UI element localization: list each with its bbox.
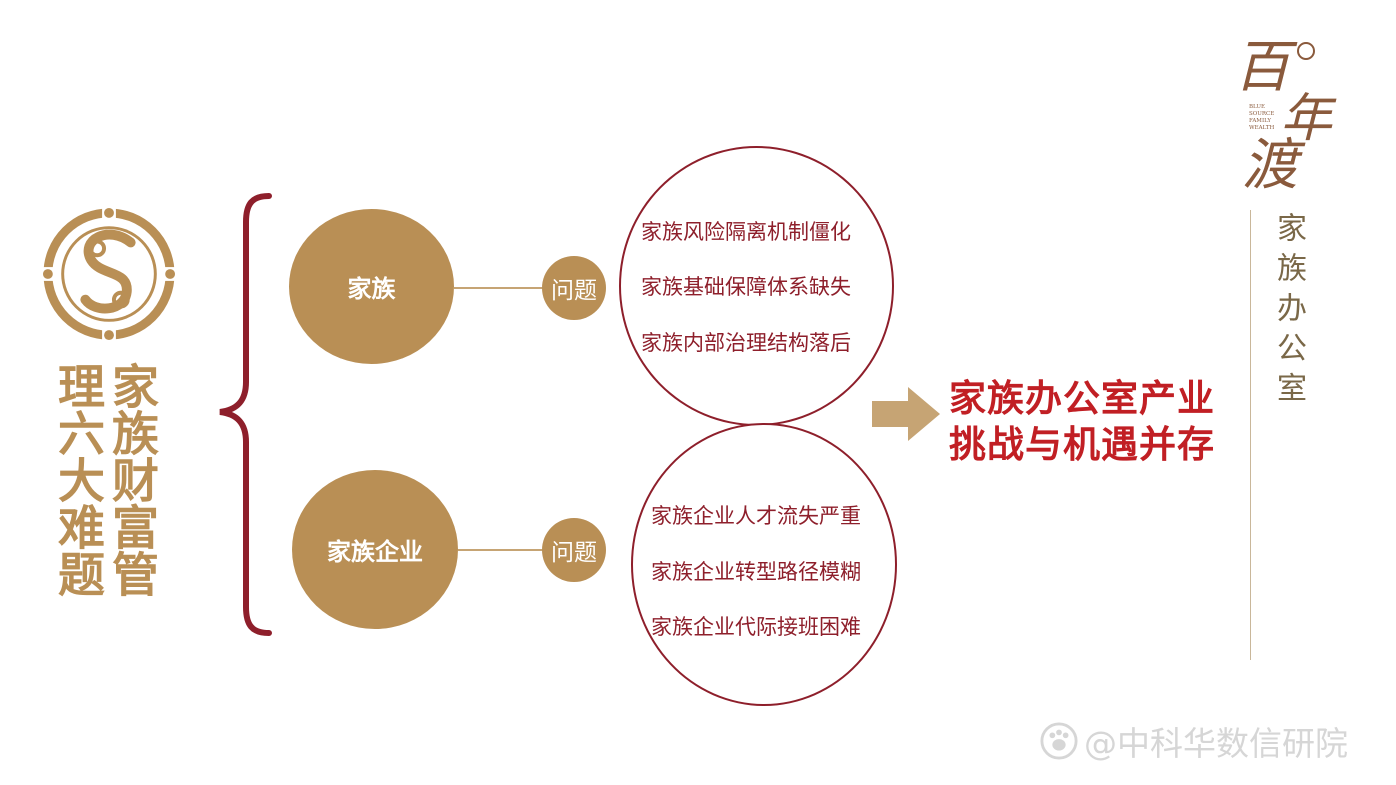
- family-node-label: 家族: [347, 275, 396, 303]
- watermark-text: @中科华数信研院: [1084, 724, 1348, 763]
- enterprise-question-label: 问题: [551, 540, 597, 566]
- family-question-node: 问题: [542, 256, 606, 320]
- enterprise-issue-2: 家族企业转型路径模糊: [651, 561, 861, 584]
- brand-char-2: 年: [1280, 89, 1337, 149]
- family-question-label: 问题: [551, 278, 597, 304]
- right-arrow-icon: [872, 387, 940, 441]
- curly-brace: [219, 193, 272, 636]
- brand-char-1: 百: [1234, 35, 1298, 100]
- paw-icon: [1040, 722, 1078, 760]
- connector-line-family: [454, 287, 544, 289]
- title-column-1: 家族财富管: [103, 362, 158, 597]
- conclusion-line-1: 家族办公室产业: [949, 377, 1215, 420]
- brand-en-2: SOURCE: [1249, 111, 1274, 117]
- enterprise-issue-1: 家族企业人才流失严重: [651, 505, 861, 528]
- brand-en-1: BLUE: [1249, 104, 1265, 110]
- watermark: @中科华数信研院: [1040, 717, 1348, 765]
- enterprise-issues-circle: [631, 423, 897, 706]
- family-issue-2: 家族基础保障体系缺失: [641, 276, 851, 299]
- enterprise-issue-3: 家族企业代际接班困难: [651, 616, 861, 639]
- title-column-2: 理六大难题: [49, 362, 104, 597]
- connector-line-enterprise: [458, 549, 544, 551]
- brand-logo: 百 年 渡 BLUE SOURCE FAMILY WEALTH: [1234, 35, 1337, 198]
- brand-en-4: WEALTH: [1249, 125, 1275, 131]
- brand-divider: [1250, 210, 1251, 660]
- family-issue-1: 家族风险隔离机制僵化: [641, 221, 851, 244]
- family-issue-3: 家族内部治理结构落后: [641, 332, 851, 355]
- s-spiral-seal-icon: [41, 206, 177, 342]
- enterprise-node-label: 家族企业: [327, 538, 423, 566]
- enterprise-node: 家族企业: [292, 470, 458, 629]
- brand-en-3: FAMILY: [1249, 118, 1271, 124]
- family-node: 家族: [289, 209, 454, 364]
- brand-char-3: 渡: [1242, 133, 1306, 198]
- conclusion-line-2: 挑战与机遇并存: [949, 423, 1215, 466]
- family-issues-circle: [619, 146, 894, 426]
- brand-vertical-text: 家族办公室: [1271, 212, 1306, 412]
- enterprise-question-node: 问题: [542, 518, 606, 582]
- brand-seal-icon: [1297, 42, 1315, 60]
